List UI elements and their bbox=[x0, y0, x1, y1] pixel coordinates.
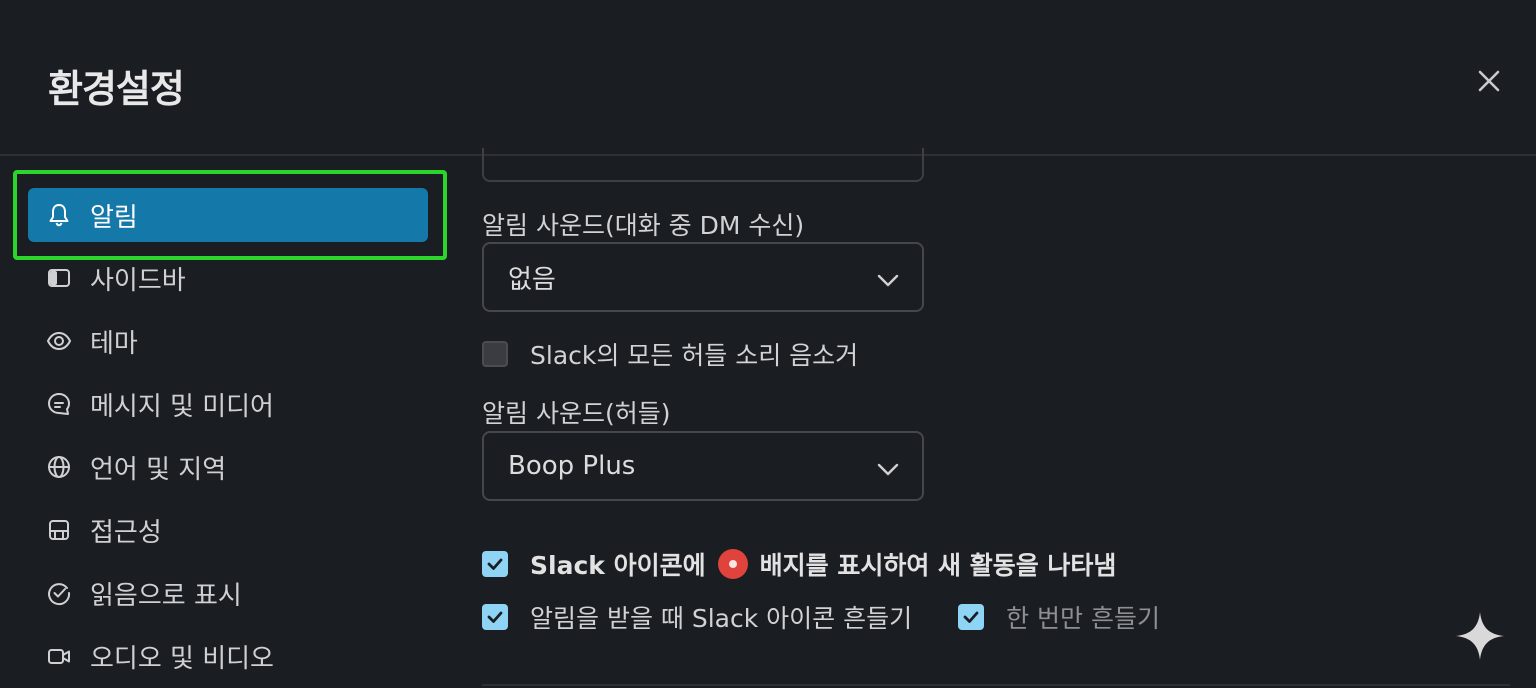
close-icon bbox=[1478, 70, 1500, 92]
video-icon bbox=[44, 641, 74, 671]
highlight-frame bbox=[13, 170, 447, 260]
sidebar-item-label: 언어 및 지역 bbox=[90, 454, 227, 485]
sidebar-item-label: 메시지 및 미디어 bbox=[90, 391, 274, 422]
sidebar-item-label: 읽음으로 표시 bbox=[90, 580, 242, 611]
bounce-row: 알림을 받을 때 Slack 아이콘 흔들기 한 번만 흔들기 bbox=[482, 599, 1160, 635]
huddle-sound-value: Boop Plus bbox=[508, 451, 636, 481]
mute-all-huddle-checkbox[interactable] bbox=[482, 341, 508, 367]
accessibility-icon bbox=[44, 515, 74, 545]
bounce-icon-label: 알림을 받을 때 Slack 아이콘 흔들기 bbox=[530, 604, 913, 633]
badge-row: Slack 아이콘에 배지를 표시하여 새 활동을 나타냄 bbox=[482, 546, 1116, 582]
sidebar-item-audio-video[interactable]: 오디오 및 비디오 bbox=[28, 629, 428, 683]
checkmark-icon bbox=[487, 558, 503, 570]
checkmark-icon bbox=[963, 611, 979, 623]
sidebar-item-language-region[interactable]: 언어 및 지역 bbox=[28, 440, 428, 494]
huddle-sound-label: 알림 사운드(허들) bbox=[482, 399, 671, 428]
sidebar-item-messages-media[interactable]: 메시지 및 미디어 bbox=[28, 377, 428, 431]
sidebar-item-mark-as-read[interactable]: 읽음으로 표시 bbox=[28, 566, 428, 620]
bell-icon bbox=[44, 200, 74, 230]
huddle-sound-select[interactable]: Boop Plus bbox=[482, 431, 924, 501]
bounce-icon-checkbox[interactable] bbox=[482, 604, 508, 630]
dm-sound-value: 없음 bbox=[508, 264, 556, 295]
check-circle-icon bbox=[44, 578, 74, 608]
sidebar-item-theme[interactable]: 테마 bbox=[28, 314, 428, 368]
sidebar-item-label: 알림 bbox=[90, 202, 138, 233]
chevron-down-icon bbox=[877, 274, 899, 287]
section-divider bbox=[482, 684, 1510, 686]
notifications-settings: 알림 사운드(대화 중 DM 수신) 없음 Slack의 모든 허들 소리 음소… bbox=[482, 148, 1536, 688]
mute-all-huddle-row: Slack의 모든 허들 소리 음소거 bbox=[482, 336, 858, 372]
sidebar-item-accessibility[interactable]: 접근성 bbox=[28, 503, 428, 557]
close-button[interactable] bbox=[1470, 62, 1508, 100]
checkmark-icon bbox=[487, 611, 503, 623]
sidebar-icon bbox=[44, 263, 74, 293]
sidebar-item-label: 테마 bbox=[90, 328, 138, 359]
modal-title: 환경설정 bbox=[48, 67, 185, 111]
sidebar-item-sidebar[interactable]: 사이드바 bbox=[28, 251, 428, 305]
preferences-sidebar: 알림 사이드바 테마 메시지 및 미디어 언어 및 지역 bbox=[0, 158, 460, 688]
notification-badge-icon bbox=[717, 549, 748, 579]
sidebar-item-label: 사이드바 bbox=[90, 265, 186, 296]
sidebar-item-label: 접근성 bbox=[90, 517, 162, 548]
badge-checkbox[interactable] bbox=[482, 551, 508, 577]
bounce-once-checkbox[interactable] bbox=[958, 604, 985, 630]
chevron-down-icon bbox=[877, 463, 899, 476]
modal-header: 환경설정 bbox=[0, 0, 1536, 156]
globe-icon bbox=[44, 452, 74, 482]
sparkle-icon bbox=[1456, 612, 1504, 660]
dm-sound-label: 알림 사운드(대화 중 DM 수신) bbox=[482, 211, 805, 240]
previous-select-partial[interactable] bbox=[482, 148, 924, 182]
bounce-once-label: 한 번만 흔들기 bbox=[1006, 604, 1160, 633]
badge-label-prefix: Slack 아이콘에 bbox=[530, 551, 706, 580]
sidebar-item-notifications[interactable]: 알림 bbox=[28, 188, 428, 242]
eye-icon bbox=[44, 326, 74, 356]
mute-all-huddle-label: Slack의 모든 허들 소리 음소거 bbox=[530, 341, 859, 370]
badge-label-suffix: 배지를 표시하여 새 활동을 나타냄 bbox=[759, 551, 1117, 580]
dm-sound-select[interactable]: 없음 bbox=[482, 242, 924, 312]
message-icon bbox=[44, 389, 74, 419]
sidebar-item-label: 오디오 및 비디오 bbox=[90, 643, 274, 674]
